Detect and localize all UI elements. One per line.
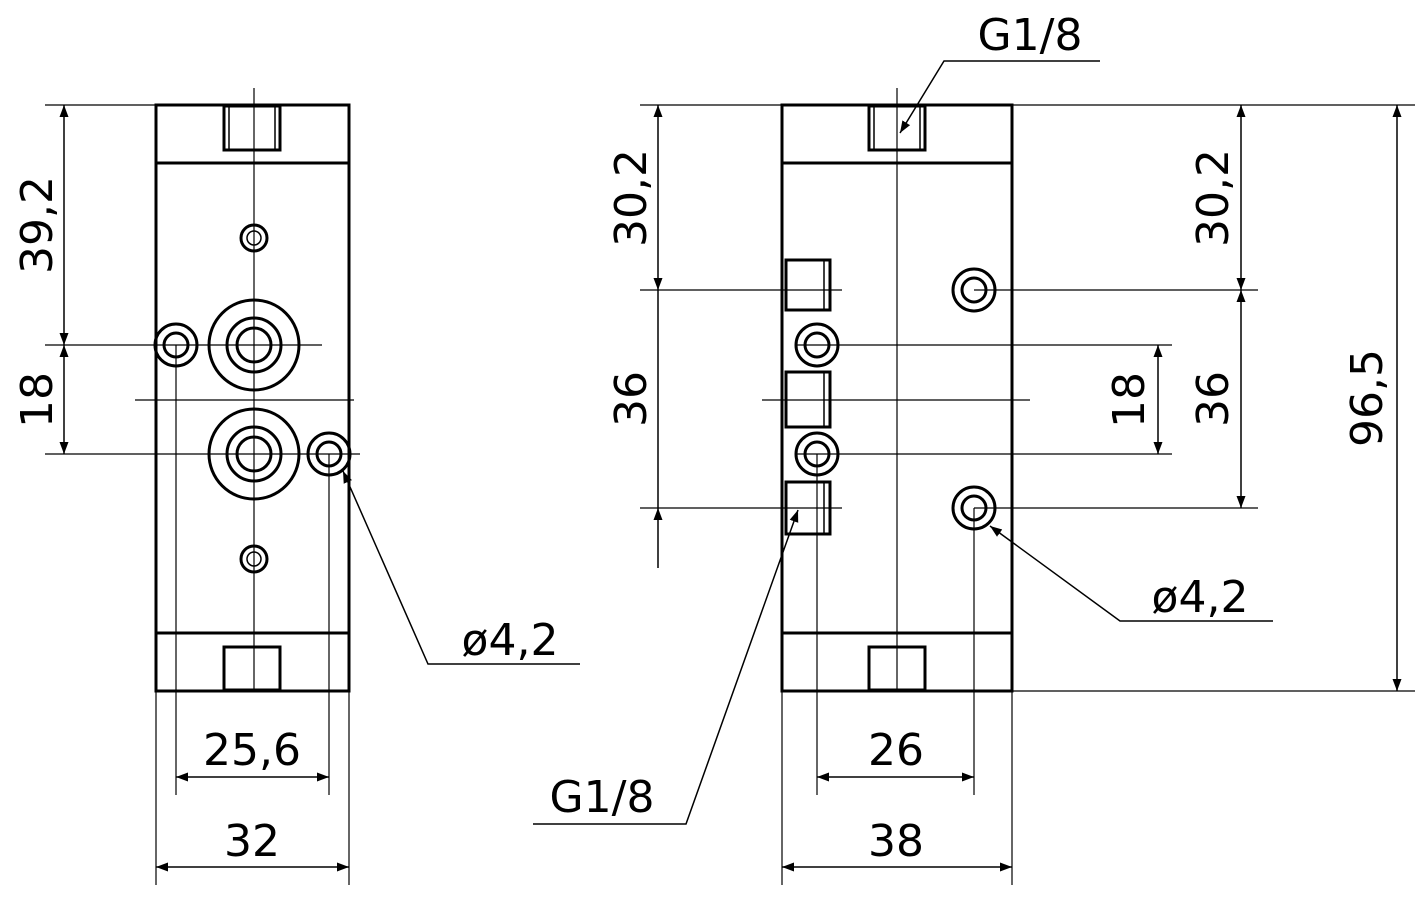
right-view: 30,2 36 18 30,2 36 96,5 26 38 G1/8 G1/8 … (533, 10, 1415, 885)
right-thread-side: G1/8 (550, 772, 655, 823)
left-view: 39,2 18 25,6 32 ø4,2 (12, 88, 580, 885)
left-top-port (222, 104, 282, 152)
right-dim-right-36: 36 (1188, 371, 1239, 427)
left-small-screw-top (239, 223, 269, 253)
right-dim-left-30-2: 30,2 (606, 149, 657, 247)
right-dim-96-5: 96,5 (1342, 349, 1393, 447)
right-dim-18: 18 (1104, 372, 1155, 428)
left-leader-diameter (342, 470, 580, 665)
left-body (154, 103, 351, 693)
left-dim-32: 32 (224, 816, 280, 867)
right-leader-diameter (989, 525, 1273, 622)
left-dim-39-2: 39,2 (12, 176, 63, 274)
right-dim-26: 26 (868, 725, 924, 776)
left-dim-diameter: ø4,2 (462, 615, 559, 666)
right-dim-right-30-2: 30,2 (1188, 149, 1239, 247)
right-leader-thread-top (899, 60, 1100, 134)
left-bottom-port (222, 645, 282, 692)
right-dim-left-36: 36 (606, 371, 657, 427)
left-dim-25-6: 25,6 (203, 725, 301, 776)
right-leader-thread-side (533, 509, 799, 825)
left-small-screw-bottom (239, 544, 269, 574)
right-thread-top: G1/8 (978, 10, 1083, 61)
left-dim-18: 18 (12, 372, 63, 428)
right-dim-38: 38 (868, 816, 924, 867)
right-dim-diameter: ø4,2 (1152, 572, 1249, 623)
